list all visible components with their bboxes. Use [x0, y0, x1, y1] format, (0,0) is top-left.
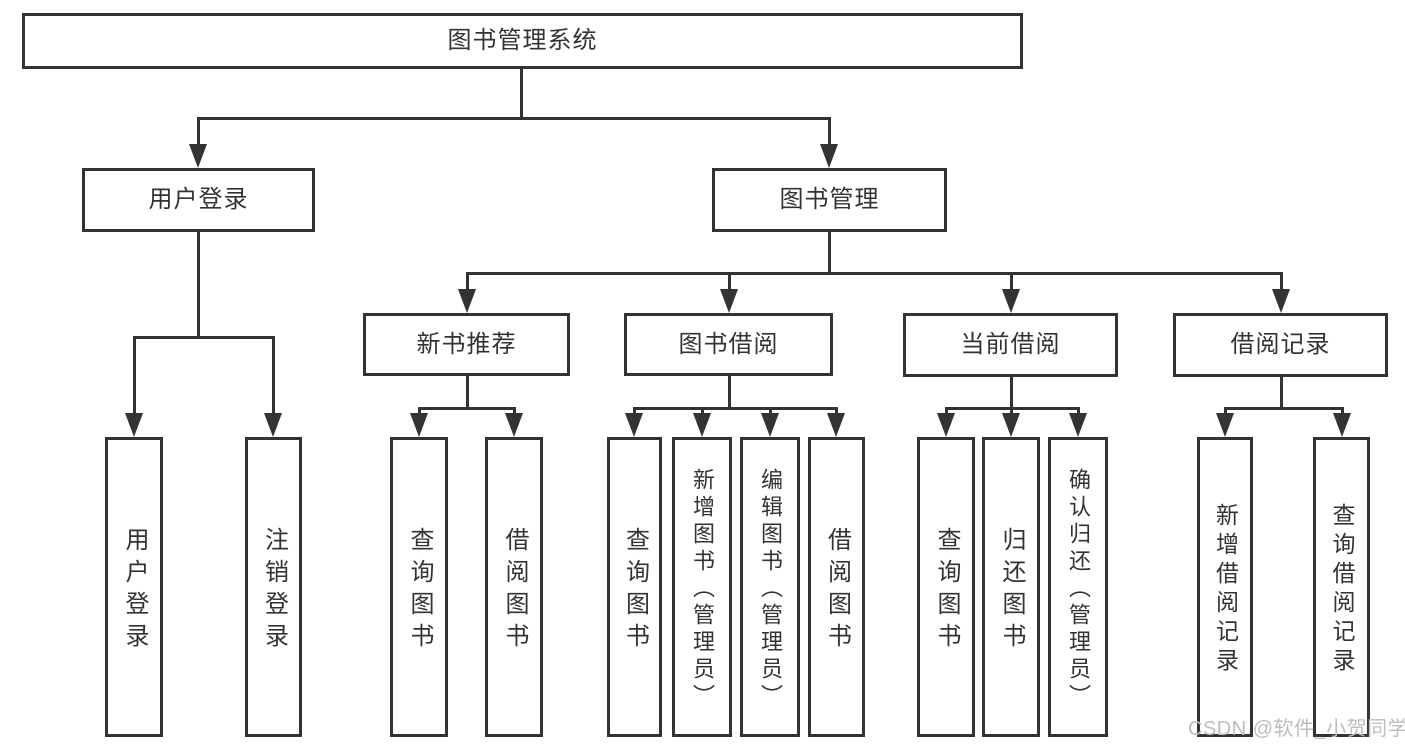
leaf-logout: 注销登录: [245, 437, 302, 737]
connector-line: [633, 407, 838, 410]
leaf-borrow-book: 借阅图书: [808, 437, 865, 737]
connector-line: [1010, 272, 1013, 291]
connector-line: [1224, 407, 1344, 410]
connector-line: [1077, 407, 1080, 417]
arrowhead-down: [125, 413, 143, 437]
node-current-borrow: 当前借阅: [903, 313, 1118, 377]
leaf-add-book-admin: 新增图书（管理员）: [672, 437, 732, 737]
leaf-query-book-current: 查询图书: [917, 437, 975, 737]
leaf-query-borrow-record: 查询借阅记录: [1313, 437, 1370, 737]
connector-line: [133, 336, 136, 415]
connector-line: [1224, 407, 1227, 417]
node-new-book-recommend: 新书推荐: [363, 313, 570, 376]
connector-line: [197, 117, 200, 146]
node-library-management-system: 图书管理系统: [22, 13, 1023, 69]
connector-line: [633, 407, 636, 417]
connector-line: [828, 117, 831, 146]
connector-line: [1280, 375, 1283, 408]
arrowhead-down: [458, 289, 476, 313]
connector-line: [133, 336, 274, 339]
arrowhead-down: [1069, 413, 1087, 437]
arrowhead-down: [189, 144, 207, 168]
connector-line: [418, 407, 516, 410]
connector-line: [728, 374, 731, 408]
connector-line: [1010, 375, 1013, 408]
leaf-add-borrow-record: 新增借阅记录: [1197, 437, 1253, 737]
leaf-query-book-recommend: 查询图书: [390, 437, 448, 737]
connector-line: [418, 407, 421, 417]
leaf-user-login: 用户登录: [105, 437, 163, 737]
node-book-borrow: 图书借阅: [624, 313, 833, 376]
connector-line: [272, 336, 275, 415]
arrowhead-down: [505, 413, 523, 437]
node-user-login: 用户登录: [82, 168, 315, 232]
connector-line: [197, 117, 831, 120]
connector-line: [828, 230, 831, 275]
connector-line: [466, 374, 469, 408]
arrowhead-down: [693, 413, 711, 437]
arrowhead-down: [1002, 413, 1020, 437]
arrowhead-down: [1272, 289, 1290, 313]
connector-line: [1280, 272, 1283, 291]
connector-line: [945, 407, 948, 417]
arrowhead-down: [1002, 289, 1020, 313]
connector-line: [466, 272, 469, 291]
leaf-borrow-book-recommend: 借阅图书: [485, 437, 543, 737]
connector-line: [197, 230, 200, 337]
leaf-edit-book-admin: 编辑图书（管理员）: [740, 437, 800, 737]
leaf-return-book: 归还图书: [982, 437, 1040, 737]
arrowhead-down: [720, 289, 738, 313]
connector-line: [728, 272, 731, 291]
arrowhead-down: [761, 413, 779, 437]
arrowhead-down: [625, 413, 643, 437]
connector-line: [466, 272, 1282, 275]
connector-line: [513, 407, 516, 417]
connector-line: [520, 67, 523, 118]
node-book-management: 图书管理: [712, 168, 947, 232]
connector-line: [1341, 407, 1344, 417]
csdn-watermark: CSDN @软件_小贺同学: [1188, 718, 1405, 740]
connector-line: [835, 407, 838, 417]
arrowhead-down: [410, 413, 428, 437]
leaf-query-book-borrow: 查询图书: [607, 437, 662, 737]
node-borrow-records: 借阅记录: [1173, 313, 1388, 377]
connector-line: [1010, 407, 1013, 417]
connector-line: [769, 407, 772, 417]
arrowhead-down: [264, 413, 282, 437]
arrowhead-down: [1333, 413, 1351, 437]
arrowhead-down: [827, 413, 845, 437]
connector-line: [701, 407, 704, 417]
leaf-confirm-return-admin: 确认归还（管理员）: [1048, 437, 1108, 737]
arrowhead-down: [1216, 413, 1234, 437]
arrowhead-down: [937, 413, 955, 437]
arrowhead-down: [820, 144, 838, 168]
